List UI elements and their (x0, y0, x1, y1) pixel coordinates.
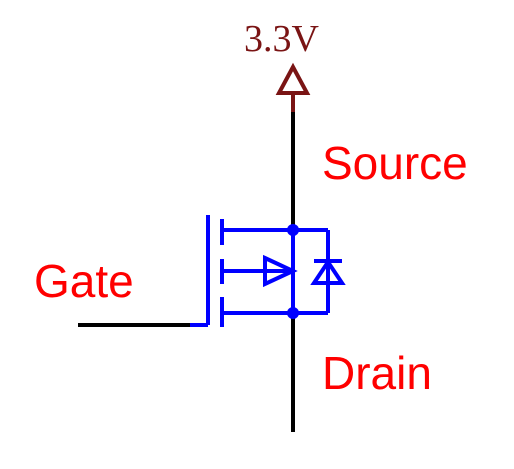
diode-triangle (310, 258, 346, 285)
power-label: 3.3V (244, 18, 319, 60)
mosfet-symbol (190, 215, 346, 327)
wires (78, 112, 295, 432)
drain-label: Drain (322, 347, 432, 399)
junction-dot-source (287, 224, 299, 236)
junction-dot-drain (287, 307, 299, 319)
gate-label: Gate (34, 255, 134, 307)
body-arrow (263, 254, 298, 288)
power-arrow (275, 62, 311, 95)
power-flag-symbol (275, 62, 311, 112)
source-label: Source (322, 137, 468, 189)
